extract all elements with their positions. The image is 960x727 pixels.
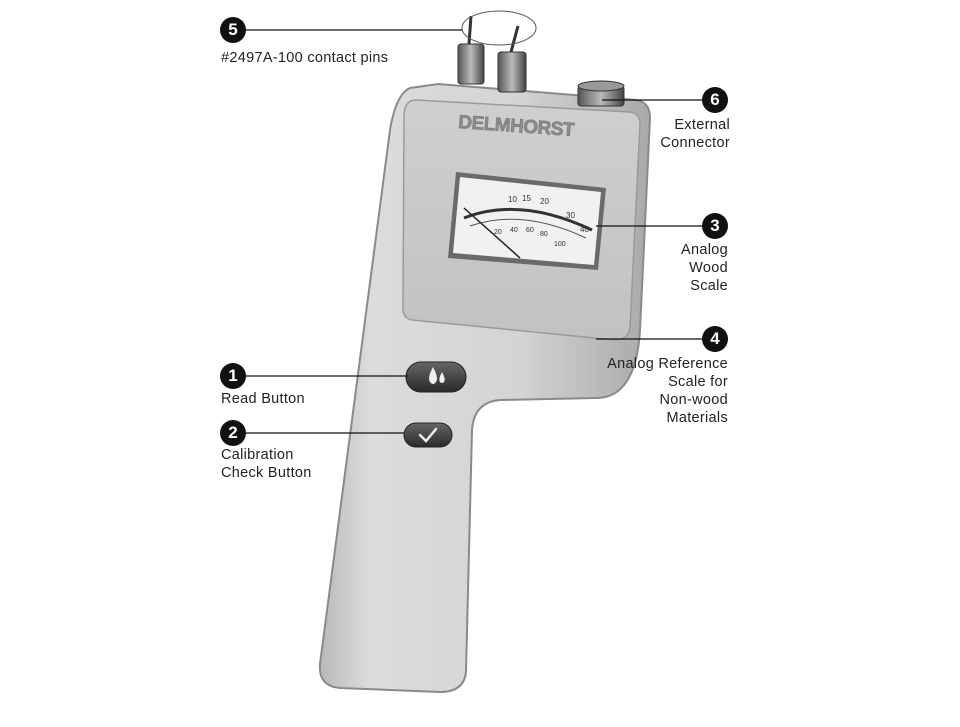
callout-badge-3: 3 (702, 213, 728, 239)
reference-scale-label: 60 (526, 227, 534, 234)
meter-needle (463, 207, 521, 259)
callout-label-calibration-check: Calibration Check Button (221, 447, 312, 481)
wood-scale-label: 30 (566, 211, 575, 220)
wood-scale-label: 10 (508, 195, 517, 204)
wood-scale-arc (463, 207, 593, 232)
callout-badge-2: 2 (220, 420, 246, 446)
leader-lines (246, 29, 702, 434)
callout-badge-4: 4 (702, 326, 728, 352)
checkmark-icon (418, 427, 438, 443)
wood-scale-label: 20 (540, 197, 549, 206)
analog-meter: 10 15 20 30 40 20 40 60 80 100 (448, 172, 606, 270)
reference-scale-label: 20 (494, 229, 502, 236)
contact-pins (457, 15, 527, 93)
calibration-check-button (403, 422, 453, 448)
callout-label-analog-wood-scale: Analog Wood Scale (681, 242, 728, 294)
callout-label-reference-scale: Analog Reference Scale for Non-wood Mate… (607, 356, 728, 426)
callout-badge-1: 1 (220, 363, 246, 389)
callout-badge-5: 5 (220, 17, 246, 43)
contact-pins-highlight-ring (461, 10, 537, 46)
reference-scale-label: 40 (510, 227, 518, 234)
callout-label-external-connector: External Connector (660, 117, 730, 151)
reference-scale-label: 80 (540, 231, 548, 238)
reference-scale-arc (469, 218, 587, 239)
water-drops-icon (429, 367, 445, 384)
callout-badge-6: 6 (702, 87, 728, 113)
callout-label-read-button: Read Button (221, 391, 305, 407)
wood-scale-label: 15 (522, 194, 531, 203)
external-connector (577, 80, 625, 107)
wood-scale-label: 40 (580, 225, 589, 234)
reference-scale-label: 100 (554, 241, 566, 248)
read-button (405, 361, 467, 393)
callout-label-contact-pins: #2497A-100 contact pins (221, 50, 389, 66)
